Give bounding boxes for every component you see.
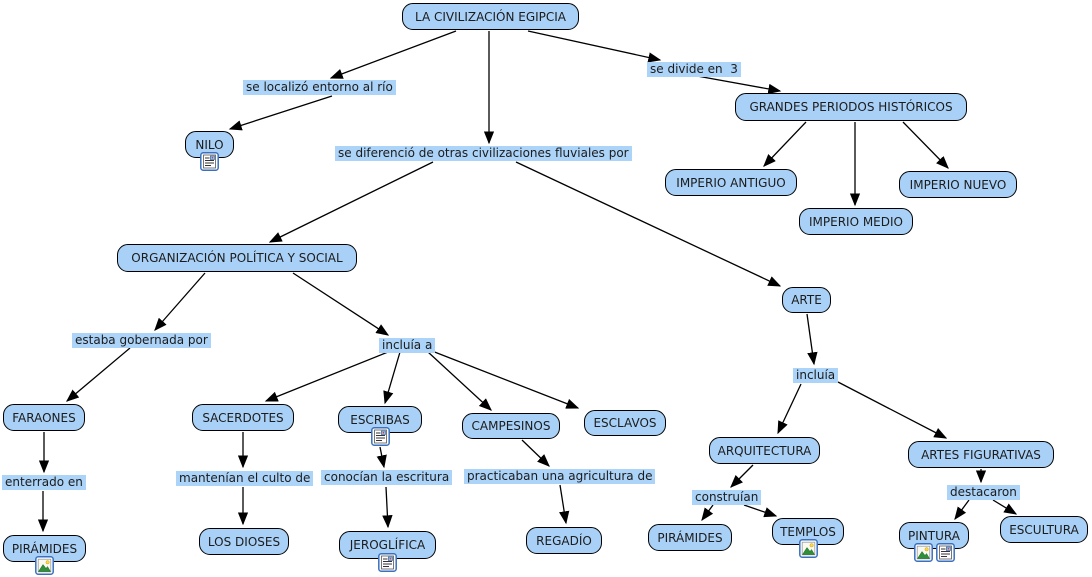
node-label: CAMPESINOS <box>471 419 551 433</box>
node-label: PIRÁMIDES <box>11 541 78 556</box>
edge-civilizacion-egipcia-to-se-divide <box>527 30 662 63</box>
image-resource-icon[interactable] <box>799 539 818 558</box>
node-arte[interactable]: ARTE <box>782 287 831 313</box>
node-label: JEROGLÍFICA <box>349 538 426 552</box>
node-artes-figurativas[interactable]: ARTES FIGURATIVAS <box>908 441 1054 468</box>
edge-destacaron-to-escultura <box>992 499 1018 515</box>
node-label: NILO <box>195 137 224 152</box>
node-label: IMPERIO ANTIGUO <box>676 175 786 190</box>
node-label: ORGANIZACIÓN POLÍTICA Y SOCIAL <box>131 251 343 265</box>
node-label: IMPERIO MEDIO <box>808 214 903 229</box>
image-resource-icon[interactable] <box>35 556 54 575</box>
node-faraones[interactable]: FARAONES <box>3 404 85 431</box>
node-campesinos[interactable]: CAMPESINOS <box>462 413 560 439</box>
edge-campesinos-to-practicaban-agricultura <box>521 439 550 467</box>
linking-phrase-estaba-gobernada[interactable]: estaba gobernada por <box>72 333 211 348</box>
node-label: ARTE <box>791 293 822 307</box>
node-sacerdotes[interactable]: SACERDOTES <box>192 404 294 431</box>
linking-phrase-enterrado-en[interactable]: enterrado en <box>2 475 86 490</box>
edge-arte-to-incluia <box>806 313 818 366</box>
node-label: REGADÍO <box>536 533 592 548</box>
edge-construian-to-piramides-construidas <box>701 504 714 522</box>
edge-grandes-periodos-historicos-to-imperio-antiguo <box>763 121 807 167</box>
node-label: IMPERIO NUEVO <box>909 177 1007 192</box>
edge-civilizacion-egipcia-to-se-localizo <box>329 30 457 79</box>
node-label: LOS DIOSES <box>207 534 281 549</box>
linking-phrase-incluia[interactable]: incluía <box>793 368 839 383</box>
node-arquitectura[interactable]: ARQUITECTURA <box>709 437 820 464</box>
edge-se-diferencio-to-organizacion-politica-social <box>268 161 434 243</box>
node-label: LA CIVILIZACIÓN EGIPCIA <box>414 9 567 24</box>
edge-se-divide-to-grandes-periodos-historicos <box>696 75 782 95</box>
node-resource-icons <box>799 539 818 558</box>
node-label: ARTES FIGURATIVAS <box>921 447 1041 462</box>
node-label: PINTURA <box>908 528 960 543</box>
document-resource-icon[interactable] <box>371 427 390 446</box>
linking-phrase-incluia-a[interactable]: incluía a <box>379 338 436 353</box>
node-los-dioses[interactable]: LOS DIOSES <box>199 528 289 555</box>
node-imperio-nuevo[interactable]: IMPERIO NUEVO <box>899 171 1017 198</box>
document-resource-icon[interactable] <box>378 553 397 572</box>
node-resource-icons <box>200 152 219 171</box>
node-resource-icons <box>35 556 54 575</box>
node-regadio[interactable]: REGADÍO <box>526 527 602 554</box>
edge-grandes-periodos-historicos-to-imperio-nuevo <box>902 121 949 169</box>
node-label: FARAONES <box>12 410 76 425</box>
edge-incluia-to-arquitectura <box>777 383 802 435</box>
node-esclavos[interactable]: ESCLAVOS <box>584 410 666 436</box>
edge-practicaban-agricultura-to-regadio <box>559 484 570 525</box>
node-label: ESCLAVOS <box>593 416 657 430</box>
edge-estaba-gobernada-to-faraones <box>66 347 131 402</box>
node-label: TEMPLOS <box>780 524 836 539</box>
linking-phrase-practicaban-agricultura[interactable]: practicaban una agricultura de <box>464 469 656 484</box>
image-resource-icon[interactable] <box>914 543 933 562</box>
edge-destacaron-to-pintura <box>954 499 970 521</box>
edge-escribas-to-conocian-escritura <box>376 446 387 469</box>
node-imperio-medio[interactable]: IMPERIO MEDIO <box>799 208 913 235</box>
linking-phrase-destacaron[interactable]: destacaron <box>947 485 1020 500</box>
edge-se-localizo-to-nilo <box>228 95 333 131</box>
linking-phrase-construian[interactable]: construían <box>692 490 762 505</box>
node-imperio-antiguo[interactable]: IMPERIO ANTIGUO <box>665 169 797 196</box>
node-pintura[interactable]: PINTURA <box>899 522 969 549</box>
node-label: ESCULTURA <box>1009 522 1079 537</box>
node-jeroglifica[interactable]: JEROGLÍFICA <box>339 531 436 559</box>
edge-conocian-escritura-to-jeroglifica <box>382 486 393 529</box>
linking-phrase-se-diferencio[interactable]: se diferenció de otras civilizaciones fl… <box>335 146 632 161</box>
node-label: GRANDES PERIODOS HISTÓRICOS <box>749 100 953 114</box>
node-label: ARQUITECTURA <box>717 443 812 458</box>
node-label: SACERDOTES <box>202 410 284 425</box>
node-grandes-periodos-historicos[interactable]: GRANDES PERIODOS HISTÓRICOS <box>735 93 967 121</box>
node-civilizacion-egipcia[interactable]: LA CIVILIZACIÓN EGIPCIA <box>402 3 579 30</box>
node-label: PIRÁMIDES <box>657 530 723 545</box>
linking-phrase-mantenian-culto[interactable]: mantenían el culto de <box>176 471 314 486</box>
edge-organizacion-politica-social-to-incluia-a <box>292 272 390 336</box>
linking-phrase-conocian-escritura[interactable]: conocían la escritura <box>321 470 453 485</box>
node-label: ESCRIBAS <box>350 412 410 427</box>
linking-phrase-se-localizo[interactable]: se localizó entorno al río <box>243 80 396 95</box>
node-resource-icons <box>371 427 390 446</box>
document-resource-icon[interactable] <box>936 543 955 562</box>
edge-incluia-a-to-escribas <box>383 351 401 405</box>
edge-incluia-a-to-campesinos <box>427 351 492 411</box>
node-organizacion-politica-social[interactable]: ORGANIZACIÓN POLÍTICA Y SOCIAL <box>117 244 357 272</box>
node-resource-icons <box>378 553 397 572</box>
edge-arquitectura-to-construian <box>730 464 754 488</box>
edge-organizacion-politica-social-to-estaba-gobernada <box>154 272 206 331</box>
edge-incluia-a-to-sacerdotes <box>264 351 389 402</box>
node-resource-icons <box>914 543 955 562</box>
node-escultura[interactable]: ESCULTURA <box>1000 516 1088 543</box>
edge-incluia-to-artes-figurativas <box>837 381 948 439</box>
edge-se-diferencio-to-arte <box>515 161 782 287</box>
node-piramides-construidas[interactable]: PIRÁMIDES <box>648 524 732 551</box>
edge-construian-to-templos <box>743 504 778 518</box>
document-resource-icon[interactable] <box>200 152 219 171</box>
edge-incluia-a-to-esclavos <box>431 350 580 409</box>
linking-phrase-se-divide[interactable]: se divide en 3 <box>647 62 741 77</box>
